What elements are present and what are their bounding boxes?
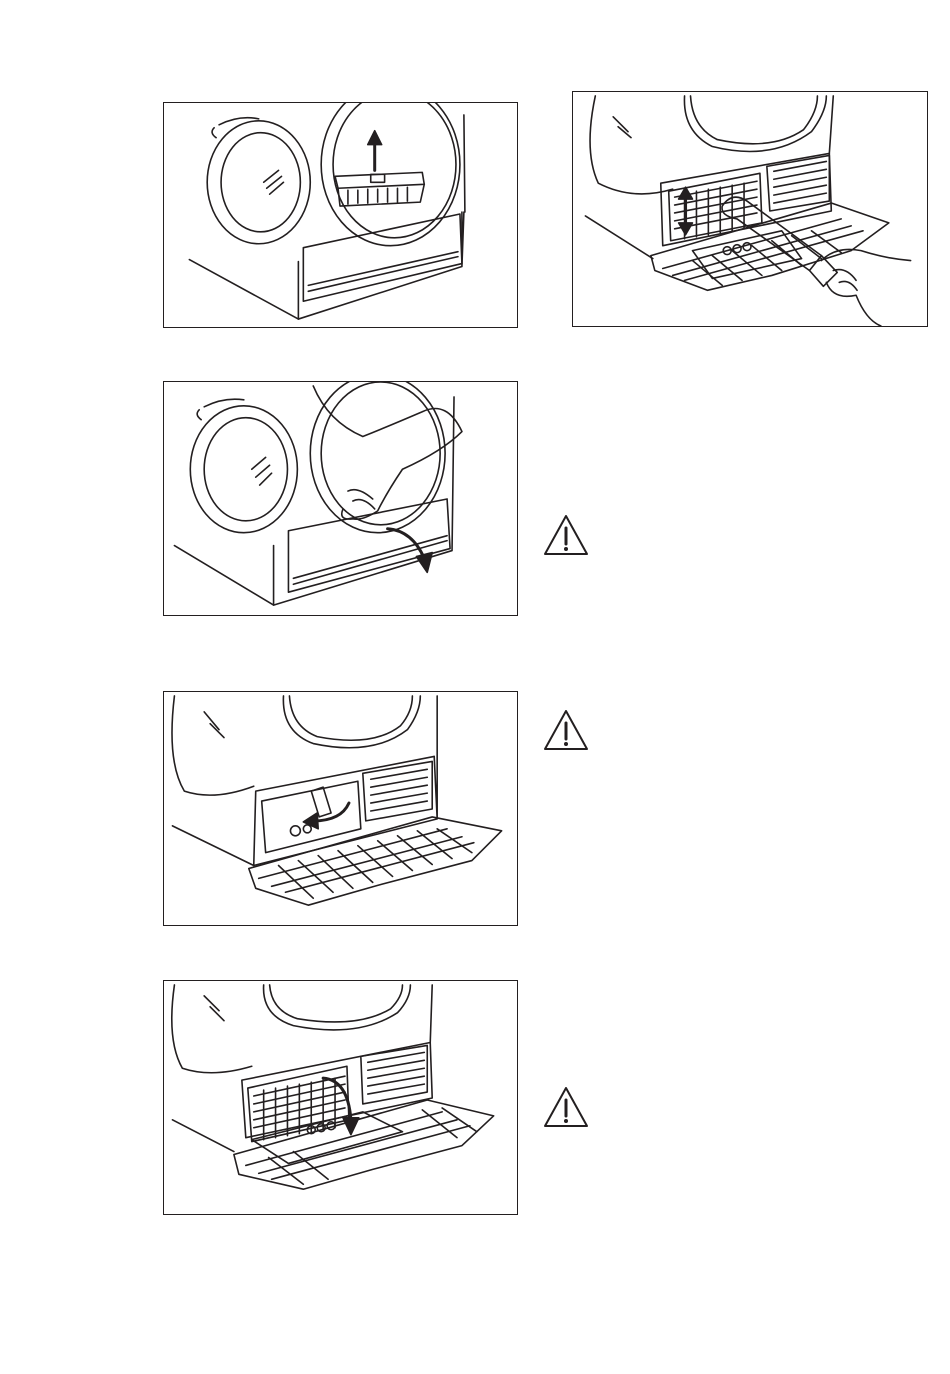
figure-pull-out-filter bbox=[163, 980, 518, 1215]
warning-triangle-icon bbox=[543, 1086, 589, 1128]
door-flap bbox=[249, 817, 502, 905]
hand-icon bbox=[821, 249, 910, 326]
arrow-curved-down-icon bbox=[323, 1078, 359, 1135]
tumble-dryer-icon bbox=[189, 103, 465, 319]
warning-triangle-icon bbox=[543, 514, 589, 556]
figure-open-plinth-flap bbox=[163, 381, 518, 616]
figure-remove-door-filter bbox=[163, 102, 518, 328]
tumble-dryer-icon bbox=[585, 96, 833, 259]
arrow-curved-icon bbox=[303, 803, 349, 829]
figure-vacuum-filter bbox=[572, 91, 928, 327]
figure-unlock-filter-lever bbox=[163, 691, 518, 926]
double-arrow-vertical-icon bbox=[679, 187, 693, 235]
filter-icon bbox=[335, 172, 424, 206]
filter-icon bbox=[248, 1066, 403, 1163]
warning-triangle-icon bbox=[543, 709, 589, 751]
tumble-dryer-icon bbox=[172, 696, 437, 866]
arrow-up-icon bbox=[368, 131, 382, 171]
